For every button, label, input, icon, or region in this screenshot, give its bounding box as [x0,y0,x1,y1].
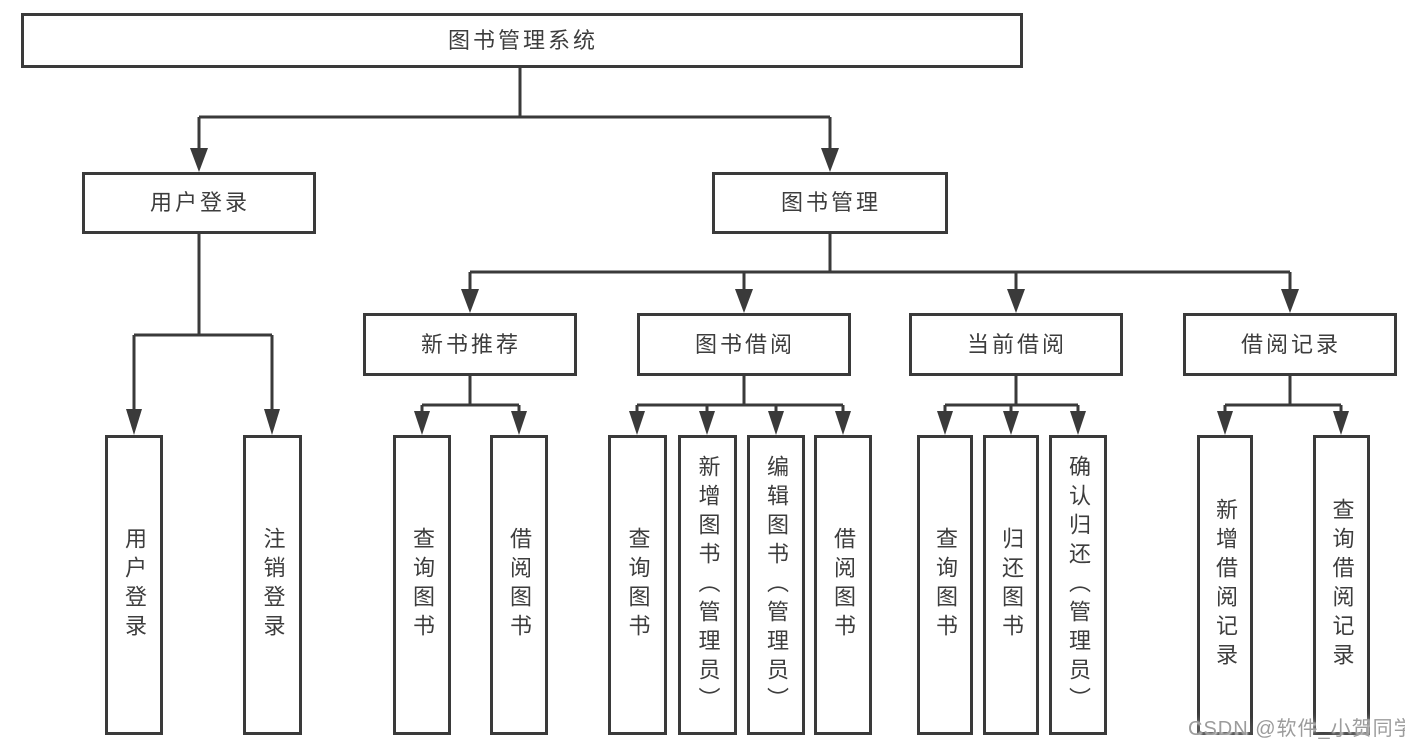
node-leaf-return-book: 归还图书 [983,435,1039,735]
node-leaf-user-login: 用户登录 [105,435,163,735]
node-book-borrowing-label: 图书借阅 [694,331,795,357]
connector-book-management-children [461,234,1299,313]
node-leaf-add-book-admin-label: 新增图书（管理员） [695,454,721,716]
node-leaf-return-book-label: 归还图书 [999,527,1024,643]
connector-current-borrow-children [937,376,1086,435]
node-leaf-query-books-recommend: 查询图书 [393,435,451,735]
node-book-management-label: 图书管理 [780,190,881,215]
node-library-management-system: 图书管理系统 [21,13,1023,68]
node-current-borrowing: 当前借阅 [909,313,1123,376]
node-borrow-records-label: 借阅记录 [1240,331,1341,357]
node-user-login: 用户登录 [82,172,316,234]
connector-root-split [190,68,839,172]
node-book-borrowing: 图书借阅 [637,313,851,376]
node-leaf-confirm-return-admin: 确认归还（管理员） [1049,435,1107,735]
node-borrow-records: 借阅记录 [1183,313,1397,376]
node-leaf-logout-label: 注销登录 [260,527,286,643]
connector-borrow-records-children [1217,376,1349,435]
node-leaf-query-books-current-label: 查询图书 [933,527,958,643]
node-leaf-borrow-book-label: 借阅图书 [831,527,856,643]
node-leaf-query-books-current: 查询图书 [917,435,973,735]
node-leaf-query-books-borrow: 查询图书 [608,435,667,735]
node-leaf-query-books-borrow-label: 查询图书 [625,527,651,643]
node-new-book-recommend: 新书推荐 [363,313,577,376]
node-leaf-borrow-books-recommend-label: 借阅图书 [507,527,532,643]
node-leaf-user-login-label: 用户登录 [122,527,147,643]
node-user-login-label: 用户登录 [149,190,250,215]
node-book-management: 图书管理 [712,172,948,234]
node-leaf-add-book-admin: 新增图书（管理员） [678,435,737,735]
node-leaf-edit-book-admin-label: 编辑图书（管理员） [764,454,789,716]
node-leaf-borrow-book: 借阅图书 [814,435,872,735]
node-leaf-edit-book-admin: 编辑图书（管理员） [747,435,805,735]
node-leaf-logout: 注销登录 [243,435,302,735]
node-leaf-query-books-recommend-label: 查询图书 [410,527,435,643]
csdn-watermark: CSDN @软件_小贺同学 [1188,718,1405,740]
node-library-management-system-label: 图书管理系统 [447,27,598,53]
node-leaf-query-borrow-record-label: 查询借阅记录 [1329,498,1355,672]
connector-book-borrow-children [629,376,851,435]
node-leaf-confirm-return-admin-label: 确认归还（管理员） [1066,454,1091,716]
node-leaf-query-borrow-record: 查询借阅记录 [1313,435,1370,735]
node-leaf-borrow-books-recommend: 借阅图书 [490,435,548,735]
node-leaf-add-borrow-record-label: 新增借阅记录 [1213,498,1238,672]
node-new-book-recommend-label: 新书推荐 [420,331,521,357]
node-leaf-add-borrow-record: 新增借阅记录 [1197,435,1253,735]
connector-user-login-children [126,234,280,435]
node-current-borrowing-label: 当前借阅 [966,331,1067,357]
connector-new-book-children [414,376,527,435]
